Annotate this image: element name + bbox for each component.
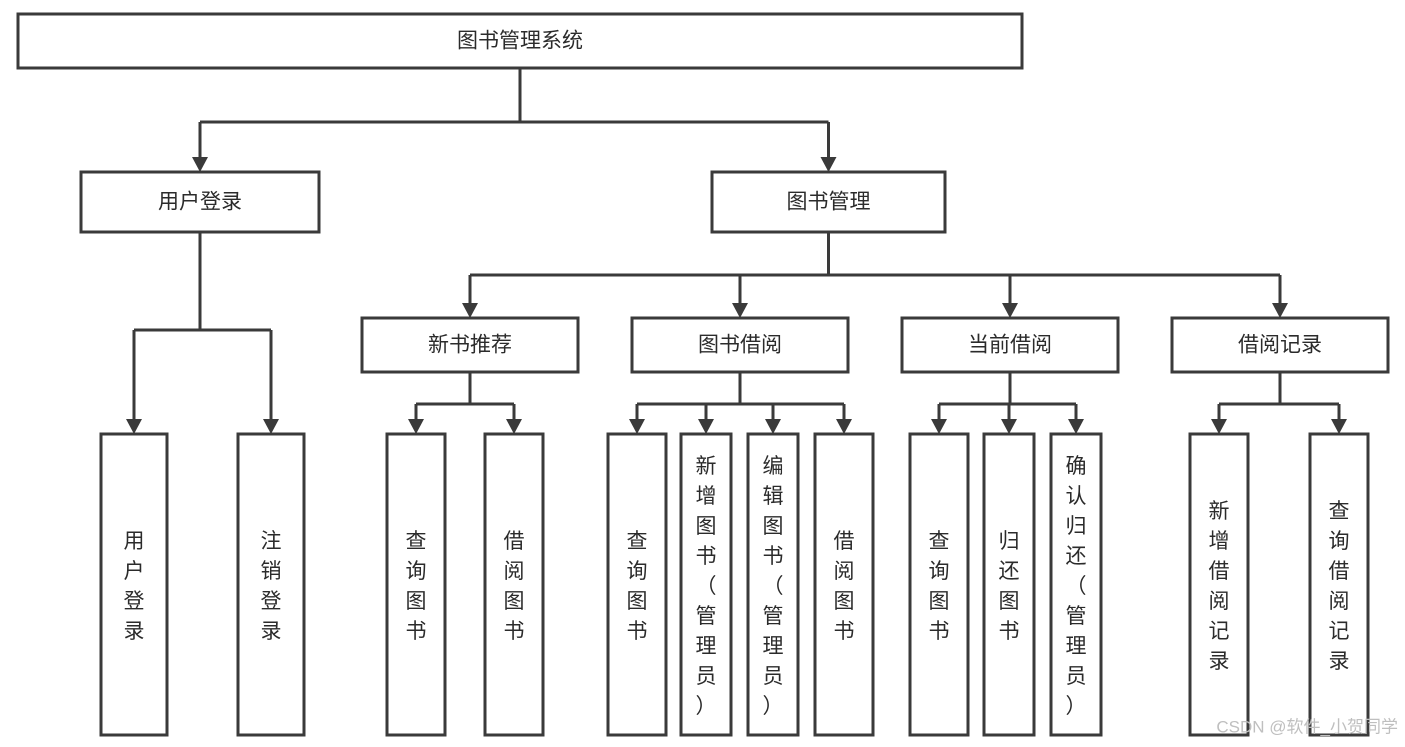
- arrow-head-icon: [820, 157, 837, 172]
- node-box[interactable]: [236, 432, 306, 737]
- node-box[interactable]: [813, 432, 875, 737]
- node-label: 新增图书（管理员）: [696, 455, 717, 718]
- node-box[interactable]: [99, 432, 169, 737]
- node-label: 编辑图书（管理员）: [763, 455, 784, 718]
- node-label: 用户登录: [158, 191, 242, 214]
- node-box[interactable]: [16, 12, 1024, 70]
- node-box[interactable]: [982, 432, 1036, 737]
- arrow-head-icon: [263, 419, 279, 434]
- node-level3-图书借阅[interactable]: 图书借阅: [630, 316, 850, 374]
- node-box[interactable]: [360, 316, 580, 374]
- node-label: 查询借阅记录: [1329, 500, 1350, 673]
- node-leaf-借阅图书-7[interactable]: 借阅图书: [813, 432, 875, 737]
- arrow-head-icon: [462, 303, 478, 318]
- node-label: 借阅图书: [834, 530, 855, 643]
- node-box[interactable]: [79, 170, 321, 234]
- node-box[interactable]: [908, 432, 970, 737]
- node-box[interactable]: [900, 316, 1120, 374]
- arrow-head-icon: [126, 419, 142, 434]
- arrow-head-icon: [1331, 419, 1347, 434]
- node-box[interactable]: [1308, 432, 1370, 737]
- node-box[interactable]: [483, 432, 545, 737]
- node-box[interactable]: [710, 170, 947, 234]
- node-box[interactable]: [385, 432, 447, 737]
- node-level3-当前借阅[interactable]: 当前借阅: [900, 316, 1120, 374]
- node-layer: 图书管理系统用户登录图书管理新书推荐图书借阅当前借阅借阅记录用户登录注销登录查询…: [16, 12, 1390, 737]
- node-box[interactable]: [679, 432, 733, 737]
- node-label: 用户登录: [124, 530, 145, 643]
- node-leaf-查询图书-8[interactable]: 查询图书: [908, 432, 970, 737]
- arrow-head-icon: [1001, 419, 1017, 434]
- node-label: 注销登录: [261, 530, 282, 643]
- csdn-watermark: CSDN @软件_小贺同学: [1216, 717, 1398, 736]
- connector-layer: [126, 68, 1347, 434]
- arrow-head-icon: [1002, 303, 1018, 318]
- node-label: 归还图书: [999, 530, 1020, 643]
- arrow-head-icon: [732, 303, 748, 318]
- node-label: 借阅记录: [1238, 334, 1322, 357]
- node-label: 新书推荐: [428, 334, 512, 357]
- node-label: 新增借阅记录: [1209, 500, 1230, 673]
- node-level2-用户登录[interactable]: 用户登录: [79, 170, 321, 234]
- arrow-head-icon: [1211, 419, 1227, 434]
- arrow-head-icon: [629, 419, 645, 434]
- node-box[interactable]: [1188, 432, 1250, 737]
- node-leaf-查询图书-2[interactable]: 查询图书: [385, 432, 447, 737]
- arrow-head-icon: [1272, 303, 1288, 318]
- node-level3-新书推荐[interactable]: 新书推荐: [360, 316, 580, 374]
- node-label: 当前借阅: [968, 334, 1052, 357]
- node-label: 查询图书: [929, 530, 950, 643]
- arrow-head-icon: [408, 419, 424, 434]
- node-label: 图书管理系统: [457, 30, 583, 53]
- node-root-图书管理系统[interactable]: 图书管理系统: [16, 12, 1024, 70]
- node-label: 图书管理: [787, 191, 871, 214]
- node-leaf-归还图书-9[interactable]: 归还图书: [982, 432, 1036, 737]
- node-box[interactable]: [1170, 316, 1390, 374]
- node-leaf-新增图书管理员-5[interactable]: 新增图书（管理员）: [679, 432, 733, 737]
- node-label: 查询图书: [406, 530, 427, 643]
- arrow-head-icon: [765, 419, 781, 434]
- node-label: 确认归还（管理员）: [1066, 455, 1087, 718]
- node-level3-借阅记录[interactable]: 借阅记录: [1170, 316, 1390, 374]
- node-level2-图书管理[interactable]: 图书管理: [710, 170, 947, 234]
- arrow-head-icon: [506, 419, 522, 434]
- node-leaf-查询借阅记录-12[interactable]: 查询借阅记录: [1308, 432, 1370, 737]
- node-box[interactable]: [746, 432, 800, 737]
- arrow-head-icon: [836, 419, 852, 434]
- node-box[interactable]: [630, 316, 850, 374]
- node-leaf-查询图书-4[interactable]: 查询图书: [606, 432, 668, 737]
- arrow-head-icon: [698, 419, 714, 434]
- node-label: 借阅图书: [504, 530, 525, 643]
- arrow-head-icon: [192, 157, 208, 172]
- arrow-head-icon: [931, 419, 947, 434]
- arrow-head-icon: [1068, 419, 1084, 434]
- node-box[interactable]: [606, 432, 668, 737]
- node-leaf-编辑图书管理员-6[interactable]: 编辑图书（管理员）: [746, 432, 800, 737]
- node-label: 查询图书: [627, 530, 648, 643]
- node-leaf-确认归还管理员-10[interactable]: 确认归还（管理员）: [1049, 432, 1103, 737]
- node-leaf-新增借阅记录-11[interactable]: 新增借阅记录: [1188, 432, 1250, 737]
- node-leaf-借阅图书-3[interactable]: 借阅图书: [483, 432, 545, 737]
- node-leaf-用户登录-0[interactable]: 用户登录: [99, 432, 169, 737]
- node-box[interactable]: [1049, 432, 1103, 737]
- node-leaf-注销登录-1[interactable]: 注销登录: [236, 432, 306, 737]
- node-label: 图书借阅: [698, 334, 782, 357]
